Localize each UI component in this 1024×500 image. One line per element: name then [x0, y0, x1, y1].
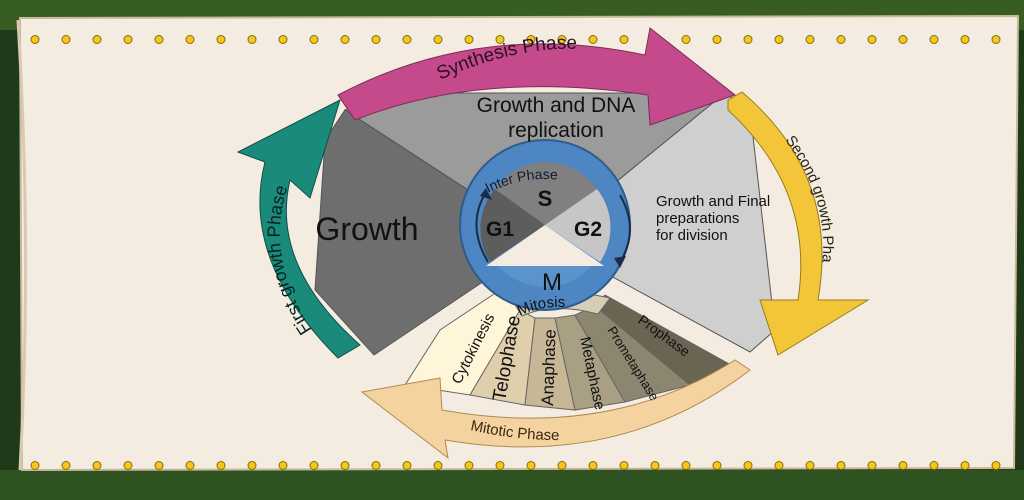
banner-dot: [526, 35, 536, 44]
banner-dot: [278, 461, 288, 470]
banner-dot: [898, 35, 908, 44]
banner-dot: [557, 35, 567, 44]
banner-dot: [774, 35, 784, 44]
banner-dot: [247, 461, 257, 470]
s-sector-line2: replication: [508, 119, 604, 142]
banner-dot: [185, 461, 195, 470]
s-sector-line1: Growth and DNA: [477, 94, 636, 117]
banner-dot: [588, 461, 598, 470]
banner-dot: [216, 35, 226, 44]
banner-dot: [929, 35, 939, 44]
banner-dot: [123, 461, 133, 470]
anaphase-label: Anaphase: [538, 329, 560, 406]
center-notch: [486, 225, 604, 266]
banner-dot: [898, 461, 908, 470]
paper-edge: [16, 19, 28, 471]
banner-dot: [247, 35, 257, 44]
banner-dot: [774, 461, 784, 470]
banner-dot: [371, 461, 381, 470]
banner-dot: [123, 35, 133, 44]
banner-dot: [619, 35, 629, 44]
banner-dot: [836, 35, 846, 44]
banner-dot: [526, 461, 536, 470]
banner-dot: [371, 35, 381, 44]
banner-dot: [960, 35, 970, 44]
g1-core-label: G1: [486, 218, 514, 241]
first-growth-arrow: [236, 99, 361, 359]
banner-dot: [681, 35, 691, 44]
g1-sector: [314, 109, 546, 356]
second-growth-arrow: [727, 91, 870, 356]
banner-dot: [464, 461, 474, 470]
g2-core: [545, 189, 611, 262]
banner-dot: [402, 35, 412, 44]
banner-dot: [588, 35, 598, 44]
banner-dot: [402, 461, 412, 470]
banner-dots-top: [30, 35, 1001, 44]
banner-dots-bottom: [30, 461, 1001, 470]
s-core-label: S: [538, 186, 553, 211]
synthesis-arrow: [337, 27, 737, 126]
banner-dot: [30, 461, 40, 470]
banner-dot: [495, 35, 505, 44]
mitotic-arrow: [360, 359, 751, 460]
banner-dot: [433, 35, 443, 44]
banner-dot: [278, 35, 288, 44]
banner-dot: [185, 35, 195, 44]
m-label: M: [542, 269, 562, 296]
g1-sector-label: Growth: [315, 211, 418, 247]
banner-dot: [991, 461, 1001, 470]
inner-arrowhead-right: [614, 256, 626, 268]
foliage-bottom: [0, 470, 1024, 500]
banner-dot: [805, 35, 815, 44]
g2-sector-line1: Growth and Final: [656, 193, 770, 210]
g2-sector-line3: for division: [656, 227, 728, 244]
g2-core-label: G2: [574, 218, 602, 241]
banner-dot: [340, 35, 350, 44]
g2-sector: [544, 92, 776, 353]
banner-dot: [619, 461, 629, 470]
inner-arrow-left: [475, 191, 489, 263]
banner-dot: [92, 35, 102, 44]
banner-dot: [154, 35, 164, 44]
banner-dot: [61, 461, 71, 470]
banner-dot: [650, 461, 660, 470]
banner-dot: [464, 35, 474, 44]
g2-sector-line2: preparations: [656, 210, 739, 227]
banner-dot: [712, 35, 722, 44]
inner-arrowhead-left: [480, 188, 492, 200]
banner-dot: [154, 461, 164, 470]
banner-dot: [960, 461, 970, 470]
banner-dot: [61, 35, 71, 44]
banner-dot: [867, 35, 877, 44]
banner-dot: [309, 35, 319, 44]
banner-dot: [743, 461, 753, 470]
banner-dot: [30, 35, 40, 44]
banner-dot: [712, 461, 722, 470]
banner-dot: [867, 461, 877, 470]
banner-dot: [681, 461, 691, 470]
banner-dot: [309, 461, 319, 470]
g1-core: [480, 189, 545, 262]
banner-dot: [805, 461, 815, 470]
banner-dot: [433, 461, 443, 470]
banner-dot: [991, 35, 1001, 44]
banner-dot: [557, 461, 567, 470]
banner-dot: [92, 461, 102, 470]
banner-dot: [929, 461, 939, 470]
banner-dot: [743, 35, 753, 44]
banner-dot: [340, 461, 350, 470]
banner-dot: [495, 461, 505, 470]
banner-dot: [216, 461, 226, 470]
s-core: [495, 162, 597, 225]
banner-dot: [836, 461, 846, 470]
inner-arrow-right: [619, 194, 631, 263]
